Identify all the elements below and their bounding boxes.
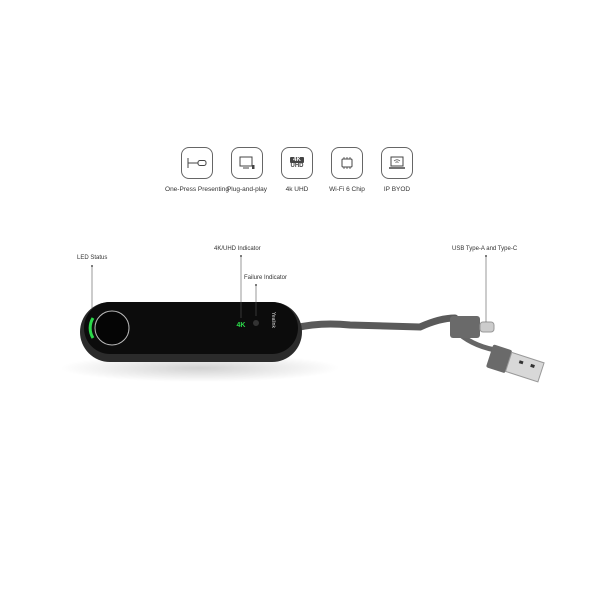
usb-a-connector [486, 344, 545, 383]
feature-4k-uhd: 4K UHD 4k UHD [262, 147, 332, 193]
feature-label: IP BYOD [383, 186, 411, 193]
monitor-plug-icon [231, 147, 263, 179]
button-cable-icon [181, 147, 213, 179]
feature-label: One-Press Presenting [165, 186, 229, 193]
callout-led-status: LED Status [77, 255, 108, 261]
failure-indicator [253, 320, 259, 326]
brand-logo: Yealink [270, 312, 276, 328]
cable [291, 314, 459, 332]
callout-uhd-indicator: 4K/UHD Indicator [214, 246, 261, 252]
badge-4k: 4K [290, 157, 304, 163]
feature-label: Wi-Fi 6 Chip [329, 186, 365, 193]
feature-wifi-chip: Wi-Fi 6 Chip [312, 147, 382, 193]
feature-label: 4k UHD [285, 186, 309, 193]
badge-uhd: UHD [290, 163, 304, 169]
uhd-indicator: 4K [237, 322, 246, 329]
feature-ip-byod: IP BYOD [362, 147, 432, 193]
laptop-wifi-icon [381, 147, 413, 179]
feature-one-press: One-Press Presenting [162, 147, 232, 193]
led-ring [88, 317, 95, 339]
callout-usb: USB Type-A and Type-C [452, 246, 518, 252]
feature-label: Plug-and-play [226, 186, 268, 193]
feature-plug-and-play: Plug-and-play [212, 147, 282, 193]
present-button[interactable] [94, 310, 130, 346]
usb-c-connector [450, 316, 480, 338]
usb-c-plug [479, 321, 495, 333]
pod-top [84, 302, 298, 354]
chip-icon [331, 147, 363, 179]
4k-uhd-icon: 4K UHD [281, 147, 313, 179]
callout-failure-indicator: Failure Indicator [244, 275, 288, 281]
